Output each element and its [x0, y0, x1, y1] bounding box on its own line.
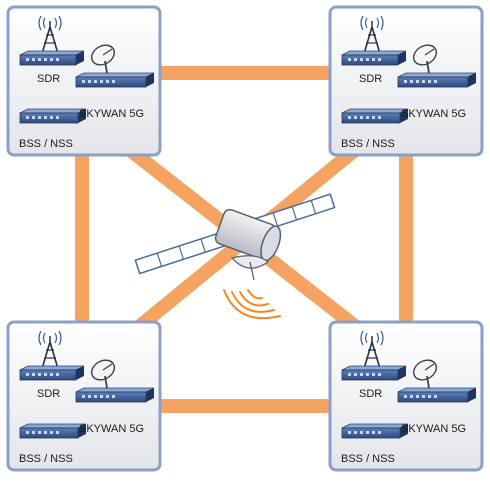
satellite-dish-icon	[412, 44, 438, 74]
satellite-dish-icon	[90, 359, 116, 389]
skywan-label: SKYWAN 5G	[79, 108, 144, 120]
skywan-router-icon	[75, 387, 155, 403]
skywan-label: SKYWAN 5G	[401, 423, 466, 435]
node-panel-top-left	[6, 5, 162, 157]
node-panel-bottom-right	[328, 320, 484, 472]
sdr-router-icon	[19, 50, 85, 66]
bss-nss-label: BSS / NSS	[341, 138, 395, 150]
sdr-label: SDR	[359, 388, 383, 400]
bss-nss-router-icon	[19, 423, 87, 439]
sdr-label: SDR	[37, 388, 61, 400]
sdr-label: SDR	[359, 73, 383, 85]
node-panel-bottom-left	[6, 320, 162, 472]
bss-nss-router-icon	[19, 108, 87, 124]
skywan-label: SKYWAN 5G	[401, 108, 466, 120]
sdr-router-icon	[341, 365, 407, 381]
satellite-dish-icon	[412, 359, 438, 389]
satellite-dish-icon	[90, 44, 116, 74]
skywan-router-icon	[75, 72, 155, 88]
node-panel-top-right	[328, 5, 484, 157]
bss-nss-label: BSS / NSS	[19, 453, 73, 465]
skywan-label: SKYWAN 5G	[79, 423, 144, 435]
sdr-router-icon	[341, 50, 407, 66]
signal-waves-icon	[223, 289, 281, 320]
sdr-label: SDR	[37, 73, 61, 85]
skywan-router-icon	[397, 72, 477, 88]
satellite-icon	[134, 193, 336, 320]
bss-nss-router-icon	[341, 108, 409, 124]
sdr-router-icon	[19, 365, 85, 381]
bss-nss-router-icon	[341, 423, 409, 439]
bss-nss-label: BSS / NSS	[19, 138, 73, 150]
skywan-router-icon	[397, 387, 477, 403]
bss-nss-label: BSS / NSS	[341, 453, 395, 465]
